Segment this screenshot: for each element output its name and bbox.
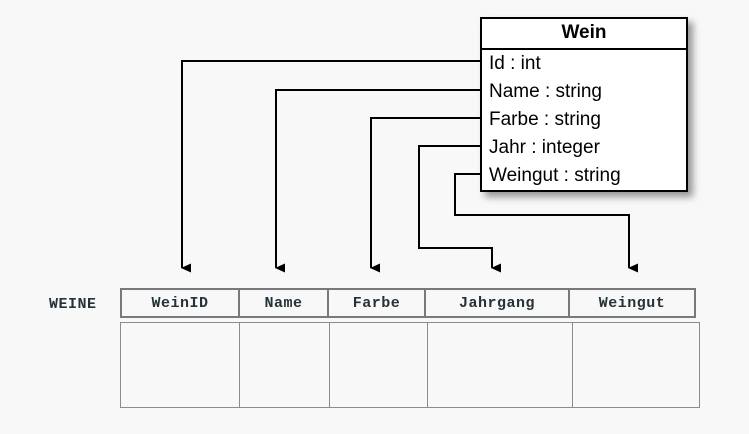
table-cell-name[interactable] xyxy=(239,322,330,408)
table-row xyxy=(120,322,700,408)
connector-weingut-to-weingut xyxy=(454,173,638,273)
table-cell-jahrgang[interactable] xyxy=(427,322,573,408)
connector-id-to-weinid xyxy=(181,60,480,273)
table-cell-weinid[interactable] xyxy=(120,322,240,408)
uml-attribute-farbe: Farbe : string xyxy=(489,109,601,130)
connector-farbe-to-farbe xyxy=(370,117,480,273)
table-column-header-weinid[interactable]: WeinID xyxy=(120,288,240,318)
table-header-row: WeinID Name Farbe Jahrgang Weingut xyxy=(120,288,700,318)
connector-name-to-name xyxy=(275,89,480,273)
uml-class-box[interactable]: Wein Id : int Name : string Farbe : stri… xyxy=(480,17,688,192)
relational-table-label: WEINE xyxy=(49,296,97,313)
connector-jahr-to-jahrgang xyxy=(418,145,501,273)
uml-attribute-jahr: Jahr : integer xyxy=(489,137,600,158)
uml-attribute-weingut: Weingut : string xyxy=(489,165,621,186)
uml-class-name: Wein xyxy=(482,19,686,50)
table-cell-weingut[interactable] xyxy=(572,322,700,408)
table-column-header-jahrgang[interactable]: Jahrgang xyxy=(424,288,570,318)
relational-table: WeinID Name Farbe Jahrgang Weingut xyxy=(120,288,700,408)
table-column-header-name[interactable]: Name xyxy=(238,288,329,318)
table-column-header-weingut[interactable]: Weingut xyxy=(568,288,696,318)
uml-attribute-name: Name : string xyxy=(489,81,602,102)
uml-attribute-id: Id : int xyxy=(489,53,541,74)
table-column-header-farbe[interactable]: Farbe xyxy=(327,288,426,318)
uml-attribute-list: Id : int Name : string Farbe : string Ja… xyxy=(482,50,686,190)
table-cell-farbe[interactable] xyxy=(329,322,428,408)
